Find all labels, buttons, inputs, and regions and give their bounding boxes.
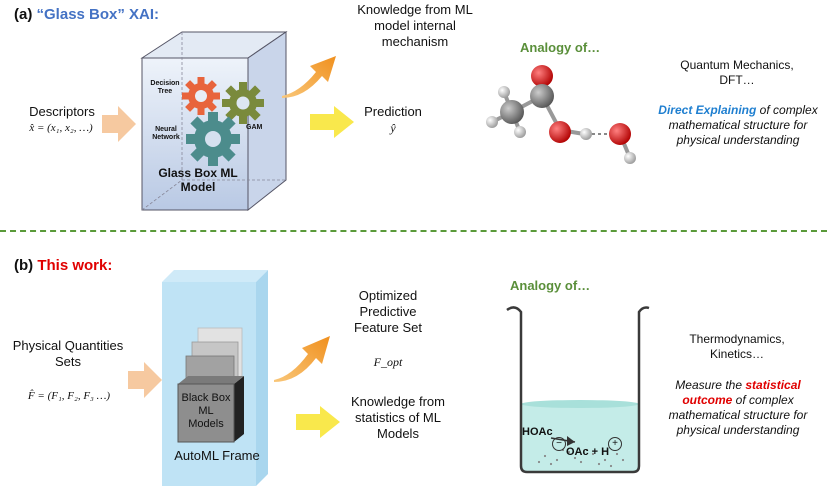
statistical-outcome-highlight: statistical outcome — [682, 378, 801, 407]
knowledge-statistics-label: Knowledge from statistics of ML Models — [351, 394, 445, 441]
knowledge-statistics-arrow — [296, 406, 340, 438]
knowledge-label: Knowledge from ML model internal mechani… — [357, 2, 473, 49]
panel-b-heading: (b) This work: — [14, 257, 112, 274]
knowledge-curved-arrow — [282, 56, 336, 98]
prediction-arrow — [310, 106, 354, 138]
analogy-title-b: Analogy of… — [510, 278, 591, 293]
direct-explaining-rest: complex mathematical structure for physi… — [668, 103, 818, 147]
gear-neural-network-label: Neural Network — [152, 126, 180, 141]
direct-explaining-text: Direct Explaining of complex mathematica… — [658, 103, 818, 148]
teal-gear-icon — [186, 112, 240, 166]
automl-frame-label: AutoML Frame — [174, 448, 260, 463]
panel-b-label: (b) — [14, 257, 34, 274]
gear-decision-tree-label: Decision Tree — [150, 80, 180, 95]
descriptors-label: Descriptors — [29, 104, 95, 119]
beaker-hoac-label: HOAc — [522, 426, 553, 438]
analogy-fields-a: Quantum Mechanics, DFT… — [680, 58, 794, 87]
descriptors-input-arrow — [102, 106, 136, 142]
beaker-products-label: OAc + H — [566, 446, 610, 458]
panel-a-label: (a) — [14, 6, 33, 23]
black-box-models-label: Black Box ML Models — [181, 392, 231, 430]
physical-quantities-label: Physical Quantities Sets — [12, 338, 124, 369]
green-gear-icon — [222, 82, 264, 124]
prediction-symbol: ŷ — [390, 121, 396, 135]
direct-explaining-highlight: Direct Explaining — [658, 103, 757, 117]
optimized-feature-label: Optimized Predictive Feature Set — [354, 288, 422, 335]
black-box-stack — [177, 327, 244, 443]
measure-prefix: Measure the — [675, 378, 746, 392]
glass-box-label: Glass Box ML Model — [158, 166, 238, 194]
statistical-outcome-text: Measure the statistical outcome of compl… — [652, 378, 824, 438]
panel-a-heading: (a) “Glass Box” XAI: — [14, 6, 159, 23]
descriptors-formula: x̂ = (x₁, x₂, …) — [29, 122, 93, 134]
gear-gam-label: GAM — [246, 124, 263, 131]
physical-quantities-formula: F̂ = (F₁, F₂, F₃ …) — [27, 390, 111, 402]
glass-box-cube — [140, 31, 288, 212]
proton-plus-charge: + — [608, 437, 622, 451]
orange-gear-icon — [182, 77, 220, 115]
measure-rest: of complex mathematical structure for ph… — [668, 393, 808, 437]
physical-quantities-arrow — [128, 362, 162, 398]
optimized-feature-curved-arrow — [274, 336, 330, 382]
analogy-title-a: Analogy of… — [520, 40, 601, 55]
panel-a-title: “Glass Box” XAI: — [36, 6, 160, 23]
optimized-feature-symbol: F_opt — [373, 355, 403, 369]
panel-b-title: This work: — [37, 257, 113, 274]
section-divider — [0, 230, 827, 232]
direct-explaining-of: of — [756, 103, 770, 117]
acetic-acid-molecule-icon — [486, 65, 636, 164]
prediction-label: Prediction — [364, 104, 422, 119]
analogy-fields-b: Thermodynamics, Kinetics… — [689, 332, 785, 361]
acetate-minus-charge: − — [552, 437, 566, 451]
